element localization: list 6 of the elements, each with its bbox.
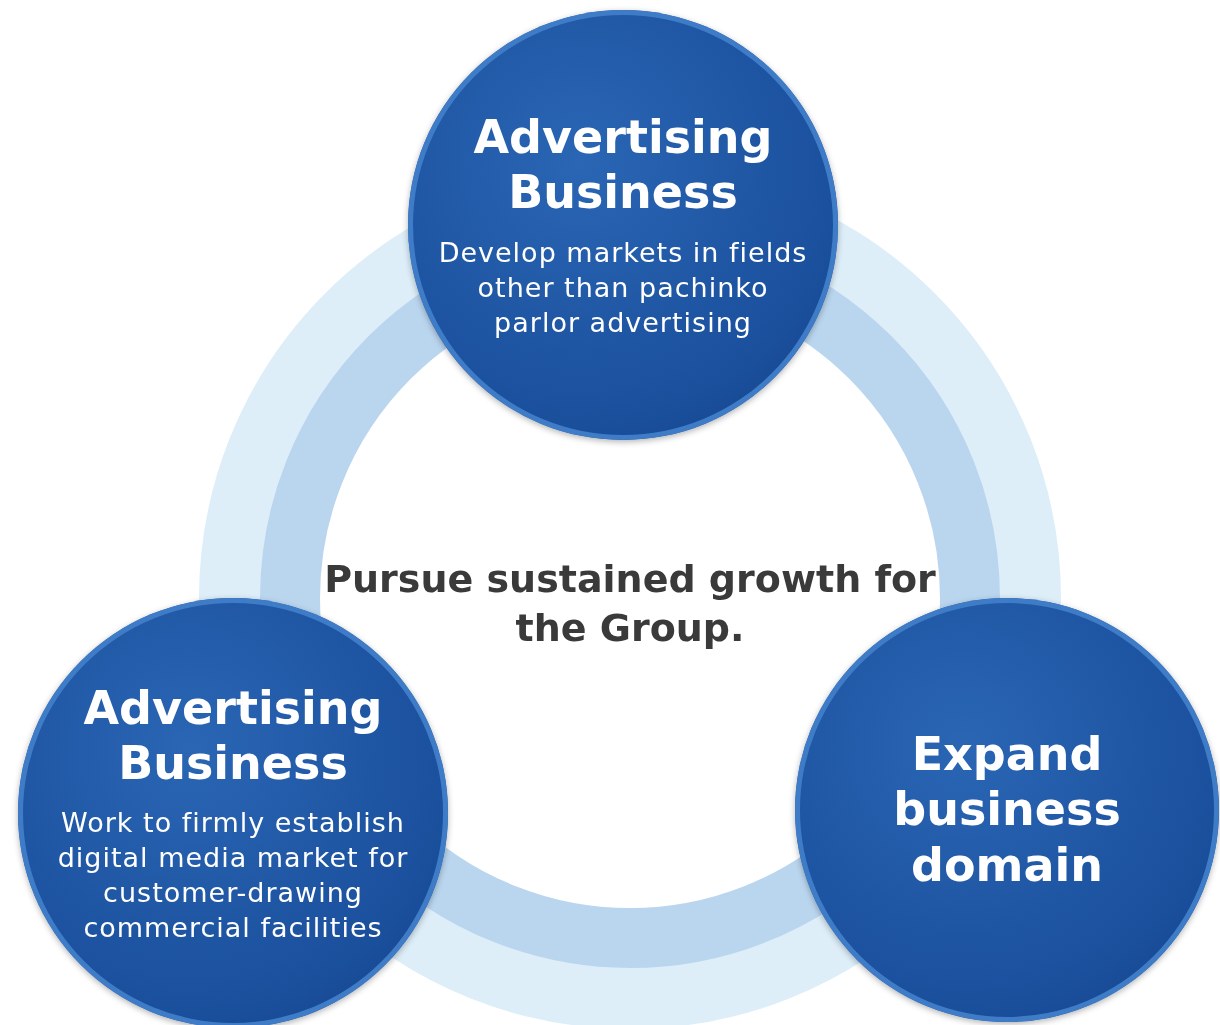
circle-heading: Expand business domain xyxy=(892,727,1122,893)
circle-description: Work to firmly establish digital media market for customer-drawing commercial facilities xyxy=(56,806,410,946)
circle-heading: Advertising Business xyxy=(472,110,774,221)
circle-heading: Advertising Business xyxy=(82,680,384,791)
circle-description: Develop markets in fields other than pachinko parlor advertising xyxy=(438,235,808,340)
center-heading: Pursue sustained growth for the Group. xyxy=(310,555,950,654)
